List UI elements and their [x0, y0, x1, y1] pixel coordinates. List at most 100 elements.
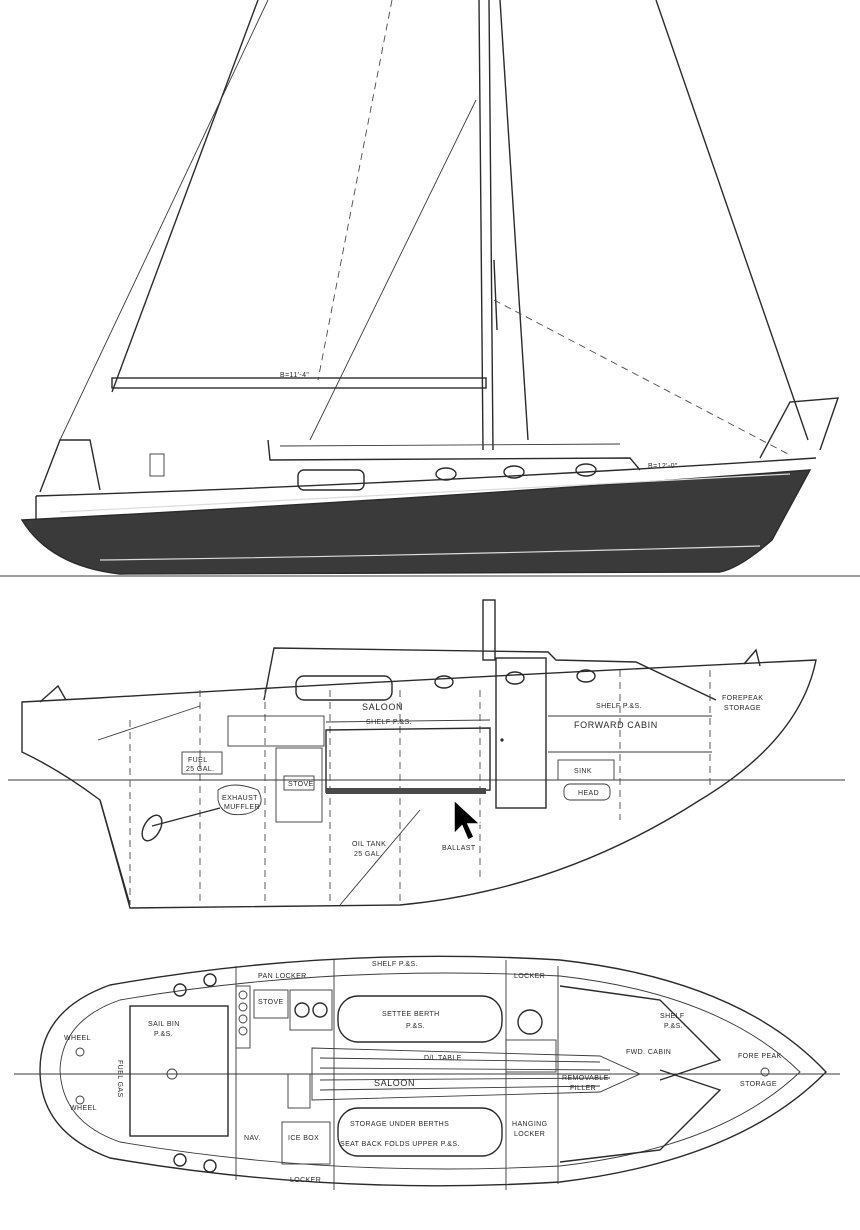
label-removable: REMOVABLE	[562, 1075, 609, 1082]
rudder-post	[99, 799, 131, 906]
boot-stripe	[59, 473, 791, 513]
propeller	[141, 814, 163, 842]
stern-pulpit	[39, 439, 101, 493]
label-filler: FILLER	[570, 1085, 596, 1092]
saloon-shelf	[325, 719, 491, 723]
label-stove: STOVE	[288, 781, 314, 788]
vberth-port	[559, 985, 722, 1081]
table-plank-3	[319, 1077, 611, 1081]
galley-sink	[253, 989, 289, 1019]
label-forward-cabin: FORWARD CABIN	[574, 720, 658, 730]
label-sink: SINK	[574, 768, 592, 775]
label-exhaust: EXHAUST	[222, 795, 258, 802]
label-oil-tank: OIL TANK	[352, 841, 386, 848]
saloon-seat	[326, 788, 486, 794]
profile-window	[295, 675, 393, 701]
keel-line	[339, 809, 421, 906]
sheer-line	[35, 457, 817, 497]
label-nav: NAV.	[244, 1135, 261, 1142]
galley-cabinet	[275, 747, 323, 823]
table-plank-4	[319, 1085, 601, 1091]
saloon-table	[311, 1047, 642, 1101]
deckhouse-top	[267, 439, 641, 471]
label-wheel-top: WHEEL	[64, 1035, 91, 1042]
burner-1	[294, 1002, 310, 1018]
boom-dimension: B=11'-4"	[280, 372, 309, 379]
jib-foot	[493, 299, 791, 456]
mast-aft	[488, 0, 494, 451]
label-fwd-cabin: FWD. CABIN	[626, 1049, 671, 1056]
cockpit-line	[97, 705, 201, 741]
stove-box	[283, 775, 315, 791]
winch-stbd-2	[203, 1159, 217, 1173]
boom	[111, 377, 487, 389]
burner-2	[312, 1002, 328, 1018]
deckhouse-rail	[279, 443, 621, 447]
mainsail-leech	[111, 0, 259, 393]
porthole-3	[575, 463, 597, 477]
label-shelf-fwd: SHELF	[660, 1013, 685, 1020]
cockpit-well	[129, 1005, 229, 1137]
label-hanging-locker: LOCKER	[514, 1131, 545, 1138]
hatch-strip	[235, 985, 251, 1049]
plan-deck-edge	[59, 972, 801, 1170]
label-saloon-shelf: SHELF P.&S.	[366, 719, 412, 726]
hatch-dot-3	[238, 1014, 248, 1024]
head-grid	[505, 1039, 557, 1073]
settee-stbd	[337, 1107, 503, 1157]
label-fuel-gas: FUEL GAS	[116, 1060, 123, 1098]
label-locker-bottom: LOCKER	[290, 1177, 321, 1184]
label-fuel: FUEL	[188, 757, 208, 764]
hatch-dot-1	[238, 990, 248, 1000]
mast-track	[493, 259, 498, 331]
plan-hull	[39, 955, 827, 1187]
label-plan-saloon: SALOON	[374, 1078, 415, 1088]
mainsail-batten-line	[317, 0, 393, 381]
fitting-bottom	[75, 1095, 85, 1105]
hatch-dot-2	[238, 1002, 248, 1012]
accommodation-plan: SAIL BIN P.&S. FUEL GAS WHEEL WHEEL STOV…	[14, 955, 840, 1190]
toilet	[517, 1009, 543, 1035]
prop-shaft	[151, 807, 221, 827]
nav-seat	[287, 1073, 311, 1109]
stove-top	[289, 989, 333, 1031]
sail-plan: B=11'-4" B=12'-0"	[0, 0, 860, 577]
hatch-dot-4	[238, 1026, 248, 1036]
label-storage-berths: STORAGE UNDER BERTHS	[350, 1121, 449, 1128]
profile-hull	[21, 659, 817, 909]
ice-box	[281, 1121, 331, 1165]
label-forepeak-storage: STORAGE	[724, 705, 761, 712]
stern-rail	[39, 684, 67, 703]
label-sail-bin-ps: P.&S.	[154, 1031, 173, 1038]
profile-deckhouse	[263, 647, 717, 701]
bow-pulpit	[759, 397, 840, 459]
winch-port	[173, 983, 187, 997]
topping-lift	[309, 99, 477, 441]
settee-port	[337, 995, 503, 1043]
label-muffler: MUFFLER	[224, 804, 260, 811]
backstay	[59, 0, 269, 441]
label-head: HEAD	[578, 790, 599, 797]
label-ice-box: ICE BOX	[288, 1135, 319, 1142]
label-oil-gal: 25 GAL.	[354, 851, 382, 858]
anchor-fitting	[760, 1067, 770, 1077]
jib-luff	[499, 0, 529, 441]
galley-counter	[227, 715, 325, 747]
label-shelf-forward: SHELF P.&S.	[596, 703, 642, 710]
winch-stbd	[173, 1153, 187, 1167]
label-stove-oven: STOVE	[258, 999, 284, 1006]
table-plank-1	[319, 1057, 601, 1063]
mast	[478, 0, 484, 451]
label-ballast: BALLAST	[442, 845, 476, 852]
label-settee-ps: P.&S.	[406, 1023, 425, 1030]
foretriangle-dimension: B=12'-0"	[648, 463, 678, 470]
door-knob	[500, 738, 504, 742]
bow-fitting	[743, 648, 761, 667]
label-seat-back: SEAT BACK FOLDS UPPER P.&S.	[340, 1141, 460, 1148]
label-hanging: HANGING	[512, 1121, 547, 1128]
profile-port-1	[434, 675, 454, 689]
label-forepeak: FOREPEAK	[722, 695, 763, 702]
label-pan-locker: PAN LOCKER	[258, 973, 307, 980]
vberth-stbd	[559, 1069, 722, 1163]
